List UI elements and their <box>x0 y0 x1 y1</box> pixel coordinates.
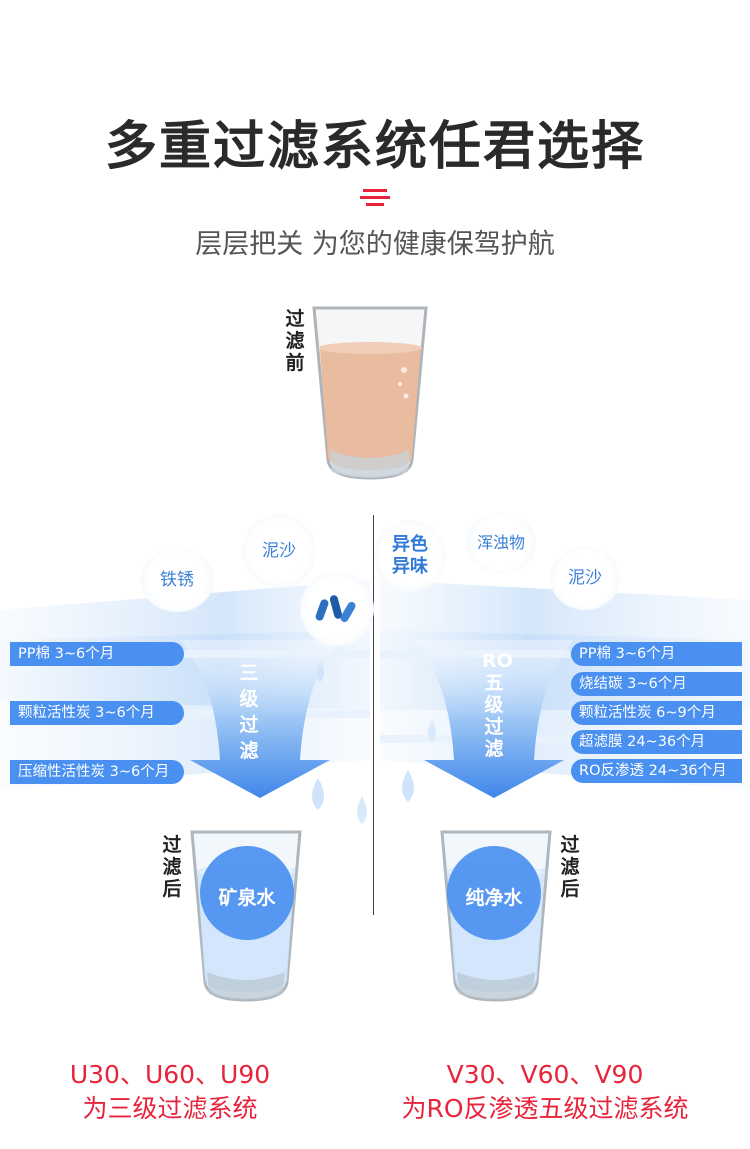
impurity-bubble: 铁锈 <box>140 548 214 612</box>
page-subtitle: 层层把关 为您的健康保驾护航 <box>195 229 555 260</box>
left-model-description: 为三级过滤系统 <box>82 1094 258 1123</box>
left-stage-tag: 压缩性活性炭 3~6个月 <box>10 760 184 784</box>
page-title: 多重过滤系统任君选择 <box>104 117 645 177</box>
left-model-list: U30、U60、U90 <box>69 1060 271 1089</box>
impurity-bubble: 异色异味 <box>374 520 446 592</box>
left-after-label: 过滤后 <box>162 834 182 900</box>
right-stage-tag: 颗粒活性炭 6~9个月 <box>571 701 742 725</box>
left-water-label: 矿泉水 <box>218 887 276 909</box>
right-stage-tag: RO反渗透 24~36个月 <box>571 759 742 783</box>
right-after-label: 过滤后 <box>560 834 580 900</box>
right-model-list: V30、V60、V90 <box>446 1060 644 1089</box>
bacteria-icon <box>315 595 356 623</box>
left-water-circle <box>200 846 294 940</box>
glass-before-icon <box>312 306 428 480</box>
right-stage-tag: PP棉 3~6个月 <box>571 642 742 666</box>
right-filter-arrow <box>414 640 574 798</box>
before-label: 过滤前 <box>285 308 305 374</box>
right-models: V30、V60、V90 为RO反渗透五级过滤系统 <box>380 1058 710 1126</box>
center-divider <box>373 515 374 915</box>
right-stage-tag: 烧结碳 3~6个月 <box>571 672 742 696</box>
title-divider-icon <box>360 186 390 208</box>
impurity-bubble: 浑浊物 <box>466 512 536 574</box>
right-model-description: 为RO反渗透五级过滤系统 <box>401 1094 689 1123</box>
left-stage-tag: 颗粒活性炭 3~6个月 <box>10 701 184 725</box>
left-stage-tag: PP棉 3~6个月 <box>10 642 184 666</box>
left-models: U30、U60、U90 为三级过滤系统 <box>40 1058 300 1126</box>
impurity-bubble: 泥沙 <box>242 514 316 588</box>
right-stage-tag: 超滤膜 24~36个月 <box>571 730 742 754</box>
left-arrow-label: 三级过滤 <box>239 662 259 762</box>
right-water-label: 纯净水 <box>465 887 523 909</box>
right-arrow-label: RO五级过滤 <box>482 650 513 760</box>
impurity-bubble: 泥沙 <box>550 546 620 610</box>
bacteria-bubble <box>300 572 374 646</box>
left-filter-arrow <box>180 640 340 798</box>
right-water-circle <box>447 846 541 940</box>
